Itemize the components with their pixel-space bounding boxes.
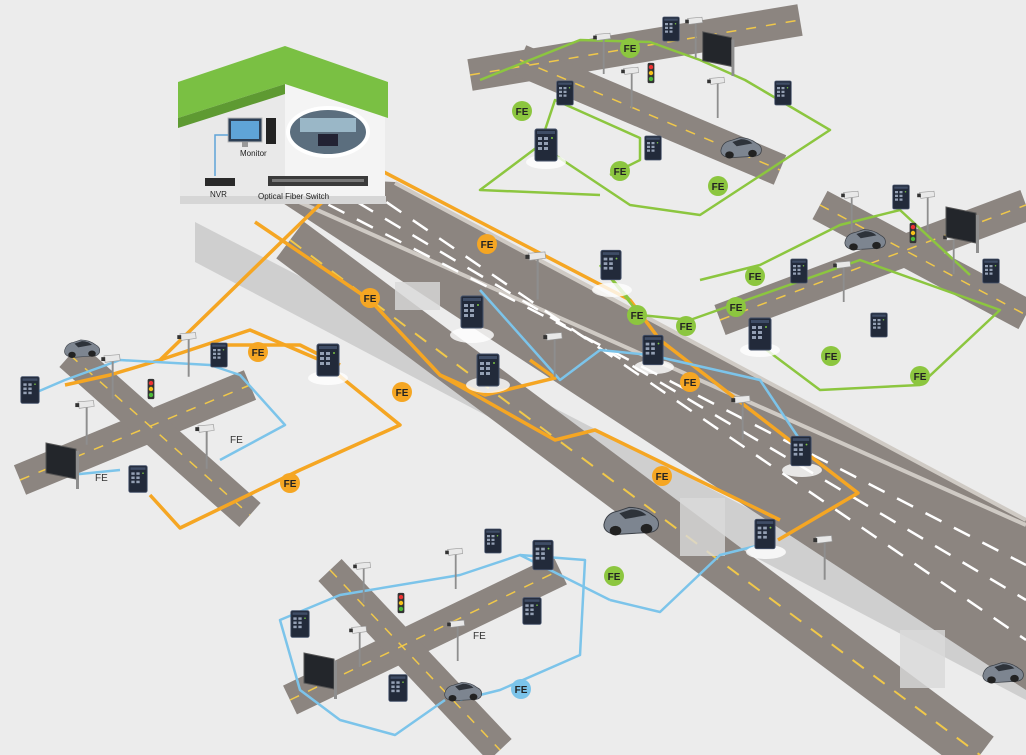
switch-label: Optical Fiber Switch xyxy=(258,192,329,201)
cables xyxy=(29,38,1002,737)
blue-ethernet-links xyxy=(29,289,812,737)
badge-circle xyxy=(680,372,700,392)
green-ethernet-links xyxy=(478,38,1002,392)
fe-label: FE xyxy=(95,473,108,484)
industrial-switch-icon xyxy=(20,16,1000,702)
control-room-photo xyxy=(286,106,370,158)
badge-circle xyxy=(512,101,532,121)
badge-circle xyxy=(280,473,300,493)
plain-fe-labels: FE FE FE xyxy=(95,435,486,642)
badge-circle xyxy=(360,288,380,308)
badge-label: FE xyxy=(608,572,621,583)
building-roof xyxy=(178,46,388,118)
badge-circle xyxy=(511,679,531,699)
badge-label: FE xyxy=(364,294,377,305)
badge-circle xyxy=(708,176,728,196)
optical-fiber-switch-icon xyxy=(268,176,368,186)
badge-circle xyxy=(910,366,930,386)
nvr-icon xyxy=(205,178,235,186)
badge-circle xyxy=(620,38,640,58)
badge-circle xyxy=(652,466,672,486)
badge-circle xyxy=(821,346,841,366)
badge-label: FE xyxy=(284,479,297,490)
nvr-label: NVR xyxy=(210,190,227,199)
monitor-icon xyxy=(227,117,276,147)
badge-circle xyxy=(248,342,268,362)
badge-label: FE xyxy=(825,352,838,363)
badge-circle xyxy=(604,566,624,586)
badge-label: FE xyxy=(730,303,743,314)
monitor-label: Monitor xyxy=(240,149,267,158)
badge-circle xyxy=(392,382,412,402)
control-center-building: Monitor NVR Optical Fiber Switch xyxy=(178,46,388,204)
devices xyxy=(20,16,1024,702)
badge-label: FE xyxy=(624,44,637,55)
badge-label: FE xyxy=(252,348,265,359)
fe-label: FE xyxy=(473,631,486,642)
badge-label: FE xyxy=(684,378,697,389)
badge-label: FE xyxy=(516,107,529,118)
badge-label: FE xyxy=(515,685,528,696)
badge-label: FE xyxy=(749,272,762,283)
badge-label: FE xyxy=(396,388,409,399)
badge-label: FE xyxy=(656,472,669,483)
link-badges: FE FE FE FE FE FE FE FE FE FE FE FE FE F… xyxy=(248,38,930,699)
badge-circle xyxy=(610,161,630,181)
badge-circle xyxy=(477,234,497,254)
badge-circle xyxy=(627,305,647,325)
badge-label: FE xyxy=(914,372,927,383)
badge-label: FE xyxy=(614,167,627,178)
badge-label: FE xyxy=(712,182,725,193)
badge-circle xyxy=(726,297,746,317)
badge-circle xyxy=(745,266,765,286)
badge-label: FE xyxy=(680,322,693,333)
badge-label: FE xyxy=(481,240,494,251)
badge-circle xyxy=(676,316,696,336)
fe-label: FE xyxy=(230,435,243,446)
badge-label: FE xyxy=(631,311,644,322)
